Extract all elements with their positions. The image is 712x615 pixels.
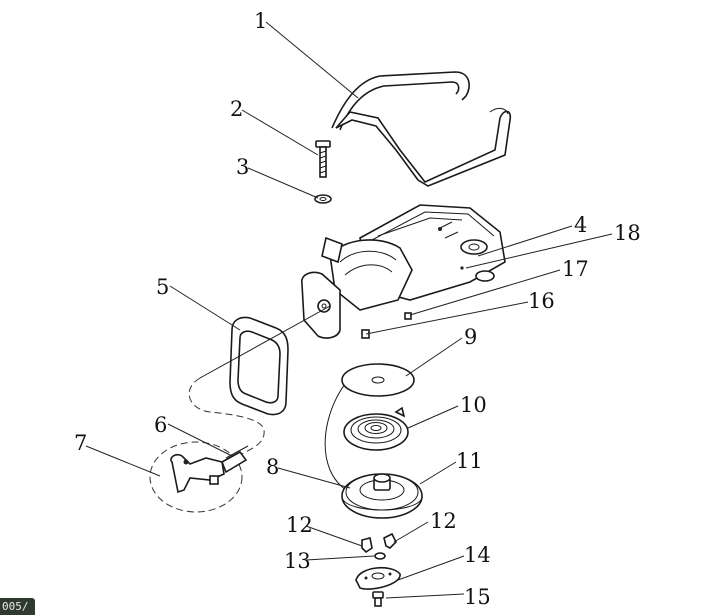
part-throttle-lever [149, 441, 249, 513]
part-gasket-frame [229, 316, 289, 416]
callout-4: 4 [574, 213, 587, 237]
callout-10: 10 [460, 393, 487, 417]
callout-11: 11 [456, 449, 483, 473]
callout-1: 1 [254, 9, 267, 33]
part-washer [314, 194, 332, 204]
callout-14: 14 [464, 543, 491, 567]
part-engine-cover [301, 236, 413, 339]
part-pulley [341, 473, 423, 519]
part-ratchet-left [361, 537, 373, 554]
callout-labels: 1 2 3 4 5 6 7 8 9 10 11 12 12 13 14 15 1… [74, 9, 641, 609]
part-screw [372, 591, 384, 607]
part-friction-plate [355, 567, 401, 590]
callout-12-right: 12 [430, 509, 457, 533]
part-small-washer [374, 552, 386, 560]
part-bolt [315, 140, 331, 178]
callout-18: 18 [614, 221, 641, 245]
part-recoil-spring [343, 406, 409, 451]
callout-2: 2 [230, 97, 243, 121]
part-ratchet-right [383, 532, 397, 549]
callout-9: 9 [464, 325, 477, 349]
callout-16: 16 [528, 289, 555, 313]
corner-tag: 005/ [0, 598, 35, 615]
callout-17: 17 [562, 257, 589, 281]
callout-13: 13 [284, 549, 311, 573]
callout-5: 5 [156, 275, 169, 299]
callout-12-left: 12 [286, 513, 313, 537]
callout-6: 6 [154, 413, 167, 437]
part-control-cable [188, 305, 331, 457]
callout-3: 3 [236, 155, 249, 179]
part-small-fasteners [361, 312, 412, 339]
callout-7: 7 [74, 431, 87, 455]
callout-15: 15 [464, 585, 491, 609]
part-flat-plate [341, 363, 415, 397]
part-handle-frame [331, 71, 512, 187]
callout-8: 8 [266, 455, 279, 479]
leader-lines [85, 21, 613, 599]
